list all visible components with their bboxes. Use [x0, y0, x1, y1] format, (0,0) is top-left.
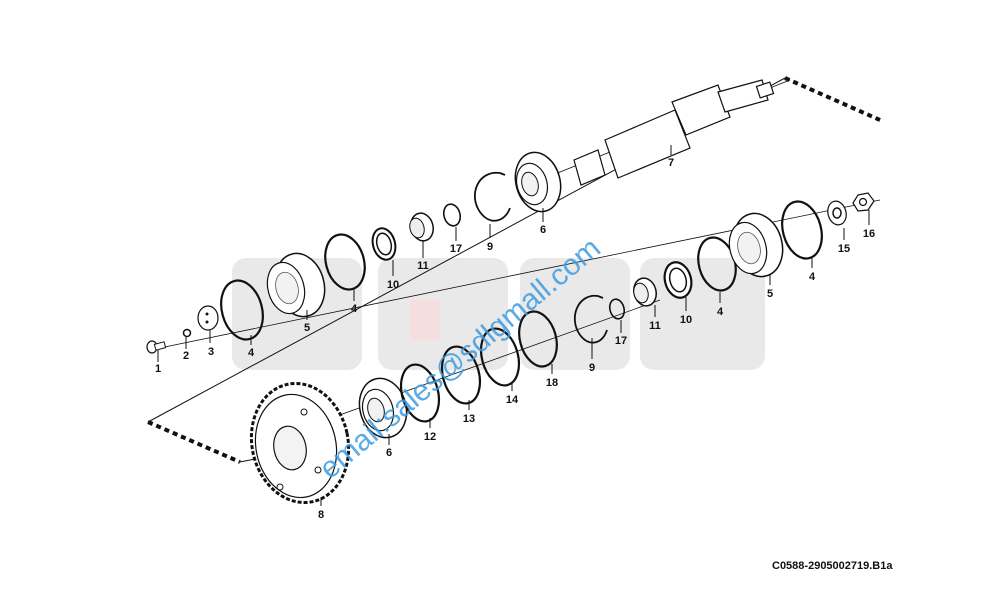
part-shaft[interactable]	[573, 79, 775, 186]
part-label: 9	[589, 362, 595, 374]
drawing-code: C0588-2905002719.B1a	[772, 560, 893, 572]
part-label: 10	[680, 314, 692, 326]
part-bearing-cone[interactable]	[631, 276, 659, 309]
part-bearing-cup[interactable]	[262, 248, 332, 322]
part-washer[interactable]	[825, 199, 849, 227]
part-label: 4	[809, 271, 816, 283]
part-snap-ring[interactable]	[573, 295, 608, 344]
part-bolt[interactable]	[146, 340, 167, 354]
part-label: 4	[248, 347, 255, 359]
part-o-ring[interactable]	[395, 360, 445, 425]
part-o-ring[interactable]	[776, 197, 828, 263]
leader-lines	[157, 145, 870, 506]
part-label: 12	[424, 431, 436, 443]
part-label: 13	[463, 413, 475, 425]
part-o-ring[interactable]	[475, 324, 525, 389]
part-label: 4	[717, 306, 724, 318]
part-o-ring[interactable]	[513, 307, 562, 370]
part-label: 17	[615, 335, 627, 347]
part-label: 10	[387, 279, 399, 291]
part-label: 14	[506, 394, 519, 406]
part-nut[interactable]	[852, 192, 875, 212]
part-label: 11	[649, 320, 661, 332]
part-bearing-cone[interactable]	[408, 211, 437, 244]
part-label: 16	[863, 228, 875, 240]
part-label: 15	[838, 243, 850, 255]
part-washer-small[interactable]	[182, 328, 192, 338]
part-label: 5	[767, 288, 773, 300]
part-bearing-cup[interactable]	[724, 208, 790, 282]
part-seal[interactable]	[369, 226, 399, 263]
part-label: 17	[450, 243, 462, 255]
part-label: 6	[540, 224, 546, 236]
part-plate[interactable]	[197, 305, 219, 331]
part-label: 18	[546, 377, 558, 389]
part-ball-bearing[interactable]	[509, 147, 567, 216]
part-label: 7	[668, 157, 674, 169]
part-gear[interactable]	[241, 374, 360, 511]
part-label: 5	[304, 322, 310, 334]
part-label: 4	[351, 303, 358, 315]
part-label: 6	[386, 447, 392, 459]
part-label: 2	[183, 350, 189, 362]
part-seal[interactable]	[661, 259, 695, 301]
part-o-ring[interactable]	[441, 202, 462, 227]
part-label: 8	[318, 509, 324, 521]
part-labels: 1 2 3 4 5 4 10 11 17 9 6 7 8 6 12 13 14 …	[155, 157, 875, 521]
part-snap-ring[interactable]	[474, 172, 511, 222]
part-label: 11	[417, 260, 429, 272]
part-o-ring[interactable]	[215, 276, 269, 344]
part-ball-bearing[interactable]	[353, 373, 413, 443]
part-label: 9	[487, 241, 493, 253]
part-label: 3	[208, 346, 214, 358]
part-o-ring[interactable]	[319, 230, 370, 294]
part-label: 1	[155, 363, 161, 375]
part-o-ring[interactable]	[608, 298, 627, 321]
